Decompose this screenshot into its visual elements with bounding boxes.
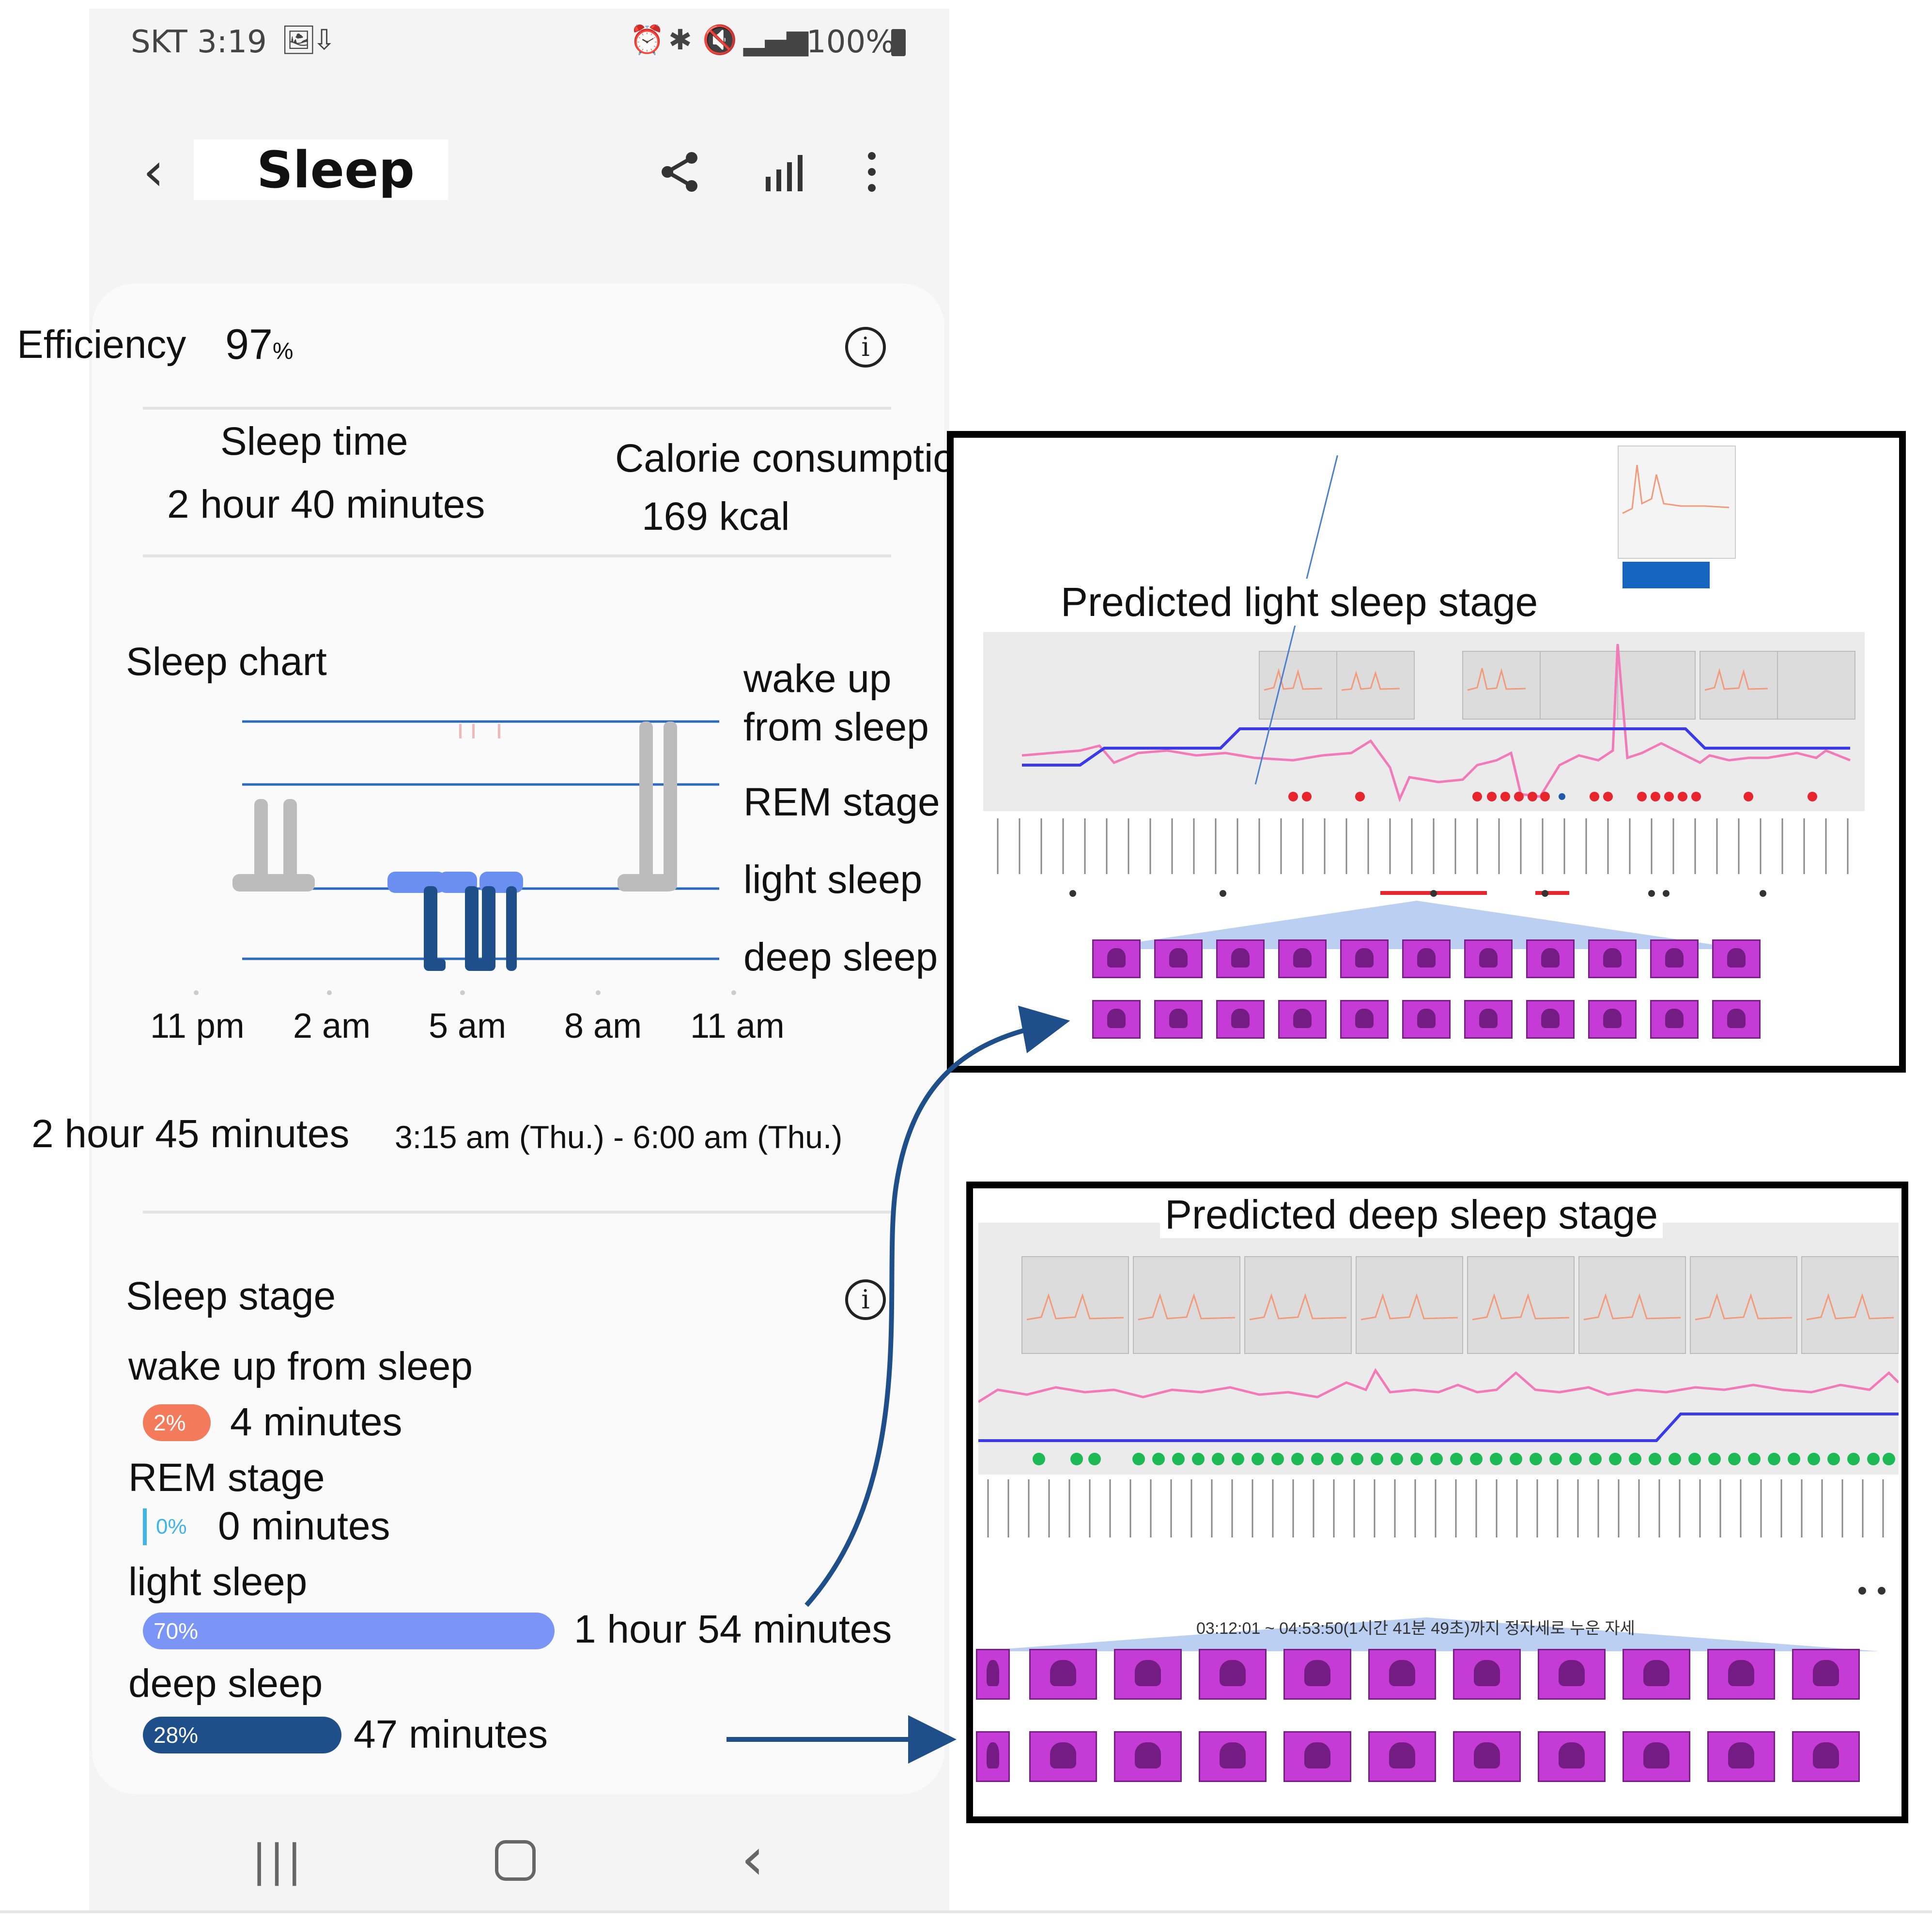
stage-duration-wake: 4 minutes — [230, 1400, 402, 1444]
efficiency-unit: % — [272, 338, 294, 364]
battery-icon — [891, 29, 906, 56]
stage-duration-light: 1 hour 54 minutes — [574, 1607, 892, 1651]
calorie-label: Calorie consumption — [615, 436, 977, 480]
back-icon[interactable]: ‹ — [143, 140, 164, 202]
session-duration: 2 hour 45 minutes — [31, 1112, 350, 1156]
efficiency-info-icon[interactable]: i — [845, 327, 886, 368]
signal-icon: ▂▄▆ — [743, 23, 808, 56]
stage-bar-wake: 2% — [143, 1404, 211, 1441]
level-deep: deep sleep — [743, 935, 938, 979]
deep-thumbnail-grid — [976, 1649, 1896, 1804]
stage-bar-light: 70% — [143, 1613, 555, 1649]
nav-back-button[interactable]: ‹ — [741, 1826, 764, 1893]
stage-bar-deep: 28% — [143, 1717, 341, 1753]
x-tick: 5 am — [429, 1007, 507, 1045]
stage-duration-deep: 47 minutes — [354, 1712, 548, 1756]
stage-name-wake: wake up from sleep — [128, 1344, 473, 1388]
home-button[interactable] — [495, 1840, 536, 1881]
session-range: 3:15 am (Thu.) - 6:00 am (Thu.) — [395, 1119, 843, 1155]
bluetooth-icon: ✱ — [668, 23, 692, 56]
alarm-icon: ⏰ — [630, 23, 665, 56]
gallery-notification-icon: 🖼 — [281, 23, 317, 56]
x-tick: 8 am — [564, 1007, 642, 1045]
light-sleep-plot — [997, 644, 1855, 897]
download-notification-icon: ⇩ — [312, 23, 336, 56]
level-from-sleep: from sleep — [743, 705, 929, 749]
status-carrier-time: SKT 3:19 — [131, 24, 267, 60]
level-rem: REM stage — [743, 780, 940, 824]
stage-name-light: light sleep — [128, 1560, 308, 1604]
efficiency-value: 97% — [225, 320, 294, 368]
light-sleep-segments — [387, 872, 523, 893]
deep-caption: 03:12:01 ~ 04:53:50(1시간 41분 49초)까지 정자세로 … — [1196, 1619, 1635, 1638]
battery-level: 100% — [806, 24, 895, 60]
recent-apps-button[interactable]: ||| — [252, 1835, 305, 1886]
divider — [143, 554, 891, 557]
summary-card — [92, 283, 944, 1794]
divider — [143, 1211, 891, 1214]
sleep-stage-label: Sleep stage — [126, 1274, 336, 1318]
more-options-icon[interactable] — [862, 150, 881, 194]
title-box — [194, 139, 448, 200]
efficiency-label: Efficiency — [17, 323, 186, 367]
sleep-time-value: 2 hour 40 minutes — [167, 482, 485, 526]
deep-zoom-wedge — [974, 1617, 1879, 1651]
deep-sleep-segments — [424, 886, 517, 971]
x-tick: 11 pm — [150, 1007, 245, 1045]
wake-segments — [232, 722, 677, 891]
mute-icon: 🔇 — [702, 23, 738, 56]
level-wake-up: wake up — [743, 657, 892, 701]
light-panel-title: Predicted light sleep stage — [1056, 579, 1543, 626]
inset-plot — [1618, 446, 1736, 559]
sleep-time-label: Sleep time — [220, 419, 408, 463]
calorie-value: 169 kcal — [642, 494, 790, 538]
level-light: light sleep — [743, 858, 923, 902]
page-title: Sleep — [257, 140, 415, 200]
share-icon[interactable] — [659, 150, 702, 194]
x-tick: 11 am — [690, 1007, 785, 1045]
stage-name-rem: REM stage — [128, 1456, 325, 1500]
sleep-chart — [194, 720, 736, 995]
deep-sleep-plot — [978, 1256, 1899, 1595]
stage-name-deep: deep sleep — [128, 1661, 323, 1706]
stage-bar-rem — [143, 1508, 147, 1545]
inset-plot-lines — [1622, 464, 1730, 514]
stage-percent-rem: 0% — [156, 1515, 187, 1538]
inset-label-box — [1623, 562, 1710, 588]
divider — [143, 407, 891, 410]
sleep-chart-label: Sleep chart — [126, 640, 327, 684]
stage-duration-rem: 0 minutes — [218, 1504, 390, 1548]
stats-icon[interactable] — [763, 150, 806, 194]
x-tick: 2 am — [293, 1007, 371, 1045]
light-thumbnail-grid — [1092, 939, 1770, 1060]
light-zoom-wedge — [1090, 901, 1744, 949]
sleep-stage-info-icon[interactable]: i — [845, 1279, 886, 1320]
deep-panel-title: Predicted deep sleep stage — [1160, 1191, 1663, 1238]
bottom-edge — [0, 1910, 1932, 1913]
